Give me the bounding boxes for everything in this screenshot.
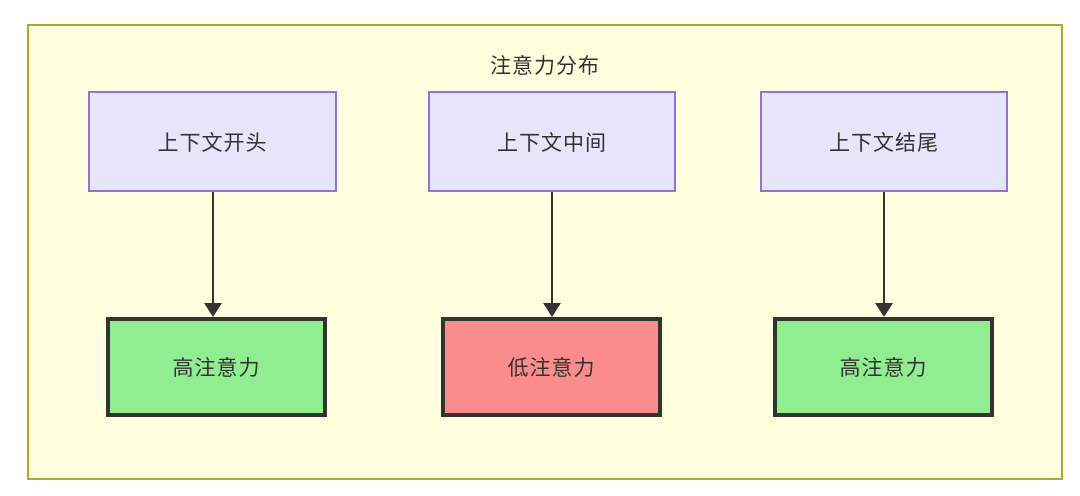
context-node-start-label: 上下文开头 — [157, 131, 268, 155]
attention-node-low-middle-label: 低注意力 — [507, 357, 596, 380]
context-node-end-label: 上下文结尾 — [829, 131, 939, 155]
attention-node-high-end[interactable]: 高注意力 — [773, 317, 994, 417]
attention-node-high-end-label: 高注意力 — [839, 357, 928, 380]
context-node-start[interactable]: 上下文开头 — [88, 91, 337, 192]
edge-start-to-high — [212, 192, 214, 304]
context-node-end[interactable]: 上下文结尾 — [760, 91, 1008, 192]
arrowhead-icon-middle — [543, 303, 561, 317]
attention-node-low-middle[interactable]: 低注意力 — [441, 317, 662, 417]
arrowhead-icon-start — [204, 303, 222, 317]
edge-middle-to-low — [551, 192, 553, 304]
attention-node-high-start[interactable]: 高注意力 — [106, 317, 327, 417]
edge-end-to-high — [883, 192, 885, 304]
attention-node-high-start-label: 高注意力 — [172, 357, 261, 380]
context-node-middle[interactable]: 上下文中间 — [428, 91, 676, 192]
diagram-title: 注意力分布 — [490, 55, 600, 78]
context-node-middle-label: 上下文中间 — [497, 131, 607, 155]
arrowhead-icon-end — [875, 303, 893, 317]
